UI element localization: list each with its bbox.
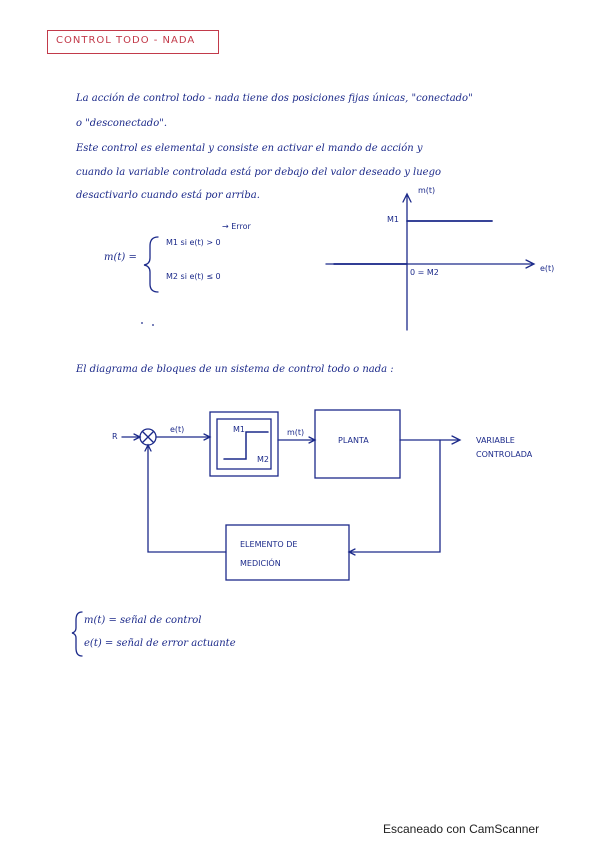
onoff-block xyxy=(209,411,279,477)
feedback-path-left xyxy=(147,444,227,553)
feedback-path-right xyxy=(348,439,441,553)
summing-cross-2 xyxy=(141,430,155,444)
paragraph-line-5: desactivarlo cuando está por arriba. xyxy=(76,190,260,201)
definition-1: m(t) = señal de control xyxy=(84,615,202,626)
onoff-relay-curve xyxy=(223,431,269,460)
graph-level-label: M1 xyxy=(387,215,399,224)
definitions-brace xyxy=(71,611,83,657)
paragraph-line-1: La acción de control todo - nada tiene d… xyxy=(76,93,473,104)
ink-dot xyxy=(141,322,143,324)
graph-y-label: m(t) xyxy=(418,186,436,195)
equation-case-1: M1 si e(t) > 0 xyxy=(166,238,221,247)
m2-label: M2 xyxy=(257,455,269,464)
equation-case-2: M2 si e(t) ≤ 0 xyxy=(166,272,221,281)
ink-dot xyxy=(152,324,154,326)
plant-label: PLANTA xyxy=(338,436,369,445)
output-label-1: VARIABLE xyxy=(476,436,515,445)
graph-x-label: e(t) xyxy=(540,264,555,273)
feedback-arrow-into-junction xyxy=(144,443,152,452)
feedback-label-1: ELEMENTO DE xyxy=(240,540,298,549)
camscanner-watermark: Escaneado con CamScanner xyxy=(383,822,540,836)
graph-x-arrow xyxy=(525,259,536,269)
output-label-2: CONTROLADA xyxy=(476,450,533,459)
paragraph-line-3: Este control es elemental y consiste en … xyxy=(76,143,423,154)
diagram-intro: El diagrama de bloques de un sistema de … xyxy=(76,364,394,375)
equation-lhs: m(t) = xyxy=(104,252,137,263)
graph-y-arrow xyxy=(402,192,412,203)
control-signal-label: m(t) xyxy=(287,428,305,437)
measurement-block xyxy=(225,524,350,581)
feedback-label-2: MEDICIÓN xyxy=(240,559,281,568)
equation-brace xyxy=(143,236,159,293)
paragraph-line-2: o "desconectado". xyxy=(76,118,168,129)
plant-block xyxy=(314,409,401,479)
graph-origin-label: 0 = M2 xyxy=(410,268,439,277)
input-label: R xyxy=(112,432,118,441)
page-title: CONTROL TODO - NADA xyxy=(56,35,196,46)
onoff-inner-frame xyxy=(216,418,272,470)
title-box xyxy=(47,30,219,54)
error-signal-label: e(t) xyxy=(170,425,185,434)
output-arrow xyxy=(451,435,462,445)
m1-label: M1 xyxy=(233,425,245,434)
definition-2: e(t) = señal de error actuante xyxy=(84,638,236,649)
error-note: → Error xyxy=(222,222,251,231)
paragraph-line-4: cuando la variable controlada está por d… xyxy=(76,167,442,178)
